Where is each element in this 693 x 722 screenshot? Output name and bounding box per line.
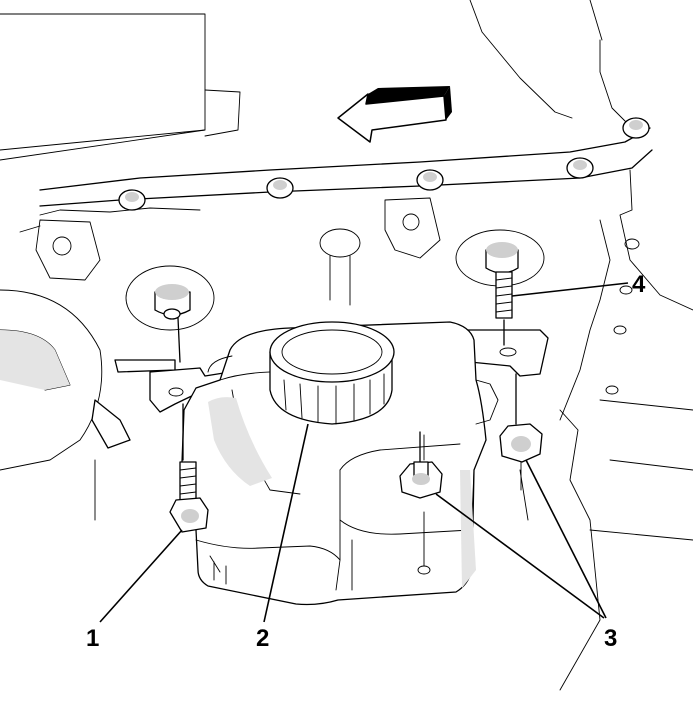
reservoir-right-bracket <box>459 329 549 377</box>
callout-leaders <box>99 282 629 623</box>
leader-1 <box>99 529 183 623</box>
callout-label-2: 2 <box>256 625 269 652</box>
flange-bolt <box>118 189 146 211</box>
callout-label-3: 3 <box>604 625 617 652</box>
stud-right <box>485 242 519 274</box>
bolt-1 <box>169 403 209 533</box>
callout-label-1: 1 <box>86 625 99 652</box>
nut-3-center <box>399 431 443 499</box>
flange-bolt <box>416 169 444 191</box>
coolant-reservoir <box>149 321 549 606</box>
engine-housing <box>0 0 693 691</box>
callout-label-4: 4 <box>632 271 646 298</box>
leader-3b <box>525 459 607 619</box>
flange-bolts <box>118 117 650 211</box>
leader-2 <box>263 423 309 623</box>
reservoir-cap <box>269 321 395 425</box>
leader-3a <box>435 493 605 619</box>
callout-labels: 1 2 3 4 <box>86 271 646 652</box>
flange-bolt <box>622 117 650 139</box>
flange-bolt <box>566 157 594 179</box>
stud-4 <box>495 271 513 346</box>
nut-3-right <box>499 373 543 491</box>
stud-left <box>154 284 191 363</box>
flange-bolt <box>266 177 294 199</box>
direction-arrow-icon <box>337 86 452 143</box>
mounting-studs <box>154 242 519 363</box>
leader-4 <box>511 282 629 297</box>
